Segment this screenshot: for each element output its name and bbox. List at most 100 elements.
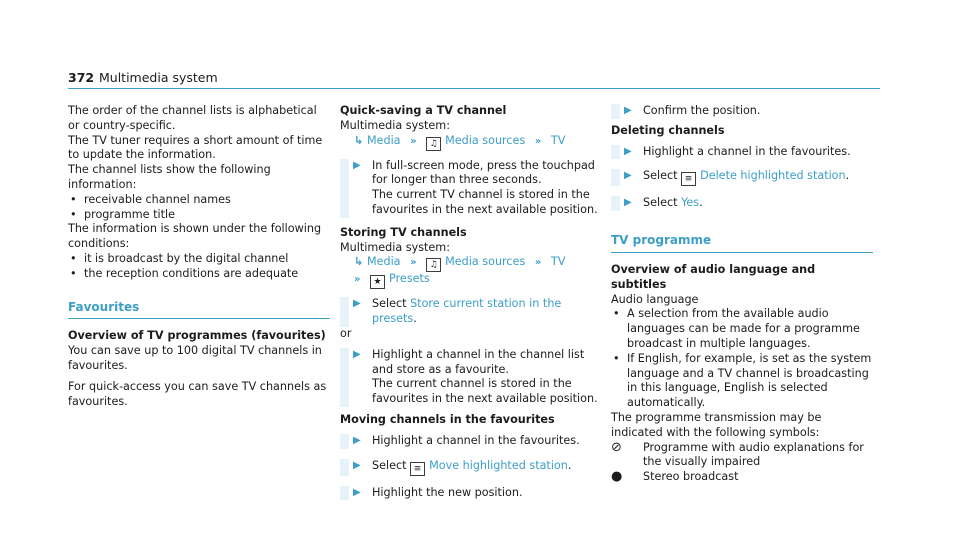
symbol-row: ⊘ Programme with audio explanations for … [611,439,864,469]
paragraph: The programme transmission may be indica… [611,410,822,439]
tv-programme-heading: TV programme [611,233,712,248]
section-rule [68,318,330,320]
paragraph: The information is shown under the follo… [68,222,322,251]
step: ▶ Select Store current station in the pr… [340,297,602,327]
star-icon: ★ [370,275,386,290]
path-media: Media [366,133,401,147]
step: ▶ Select Yes. [611,196,873,212]
chevron-icon: » [534,257,542,269]
path-media-sources: Media sources [445,255,526,269]
chevron-icon: » [410,135,417,147]
step-stripe [611,104,620,119]
stereo-icon: ● [611,469,623,485]
store-current-station-link: Store current station in the presets [372,297,562,326]
path-media: Media [366,255,401,269]
list-item: •programme title [70,207,175,221]
play-icon: ▶ [624,105,632,116]
right-column: ▶ Confirm the position. Deleting channel… [611,104,873,485]
ms-label: Multimedia system: [340,240,450,254]
play-icon: ▶ [624,197,632,209]
step-stripe [340,158,349,218]
step-stripe [611,144,620,160]
middle-column: Quick-saving a TV channel Multimedia sys… [340,104,602,501]
paragraph: The TV tuner requires a short amount of … [68,133,323,162]
quick-saving-heading: Quick-saving a TV channel [340,104,507,117]
bullet-icon: • [613,307,620,321]
delete-highlighted-station-link: Delete highlighted station [700,169,846,183]
list-item: •receivable channel names [70,192,231,206]
deleting-heading: Deleting channels [611,123,725,137]
play-icon: ▶ [353,486,361,498]
step-stripe [611,196,620,212]
path-arrow-icon: ↳ [354,133,364,147]
play-icon: ▶ [624,170,632,182]
step-stripe [340,347,349,407]
step: ▶ In full-screen mode, press the touchpa… [340,158,602,218]
bullet-icon: • [70,192,77,206]
menu-path: ↳ Media » ♫Media sources » TV [340,134,602,151]
paragraph: You can save up to 100 digital TV channe… [68,344,322,372]
play-icon: ▶ [624,145,632,157]
path-arrow-icon: ↳ [354,255,364,269]
ms-label: Multimedia system: [340,118,450,132]
speaker-icon: ♫ [426,258,442,273]
storing-heading: Storing TV channels [340,225,467,239]
page-header: 372 Multimedia system [68,70,880,90]
symbol-row: ● Stereo broadcast [611,469,739,485]
play-icon: ▶ [353,159,361,171]
play-icon: ▶ [353,434,361,446]
play-icon: ▶ [353,298,361,310]
paragraph: The order of the channel lists is alphab… [68,104,317,132]
header-rule [68,88,880,89]
step: ▶ Highlight a channel in the favourites. [340,433,602,449]
overview-audio-heading: Overview of audio language and subtitles [611,262,816,291]
path-media-sources: Media sources [445,133,526,147]
step: ▶ Highlight a channel in the favourites. [611,144,873,160]
step-stripe [611,169,620,187]
move-highlighted-station-link: Move highlighted station [429,458,568,472]
left-column: The order of the channel lists is alphab… [68,104,330,409]
step-stripe [340,458,349,476]
section-title: Multimedia system [99,70,218,85]
path-tv: TV [550,255,566,269]
step: ▶ Highlight the new position. [340,485,602,501]
menu-path: ↳ Media » ♫Media sources » TV [340,255,602,273]
overview-heading: Overview of TV programmes (favourites) [68,329,326,343]
bullet-icon: • [70,207,77,221]
menu-path: » ★Presets [340,272,602,290]
audio-description-icon: ⊘ [611,439,622,455]
step: ▶ Select ≡Delete highlighted station. [611,169,873,187]
moving-heading: Moving channels in the favourites [340,412,555,426]
chevron-icon: » [354,274,361,286]
list-item: •A selection from the available audio la… [613,307,860,350]
list-menu-icon: ≡ [681,172,697,187]
or-text: or [340,326,352,340]
section-rule [611,251,873,253]
list-menu-icon: ≡ [410,461,426,476]
step-stripe [340,485,349,501]
path-presets: Presets [389,272,430,286]
favourites-heading: Favourites [68,299,140,314]
speaker-icon: ♫ [426,136,442,151]
path-tv: TV [550,133,566,147]
play-icon: ▶ [353,348,361,360]
step: ▶ Confirm the position. [611,104,873,119]
page-number: 372 [68,70,95,85]
audio-language-label: Audio language [611,292,699,306]
step-stripe [340,433,349,449]
play-icon: ▶ [353,459,361,471]
step: ▶ Select ≡Move highlighted station. [340,458,602,476]
list-item: •the reception conditions are adequate [70,266,299,280]
bullet-icon: • [70,266,77,280]
bullet-icon: • [613,351,620,365]
list-item: •it is broadcast by the digital channel [70,251,289,265]
chevron-icon: » [410,257,417,269]
chevron-icon: » [534,135,542,147]
yes-link: Yes [681,196,700,210]
list-item: •If English, for example, is set as the … [613,351,872,410]
step-stripe [340,297,349,327]
step: ▶ Highlight a channel in the channel lis… [340,347,602,407]
paragraph: The channel lists show the following inf… [68,163,271,191]
paragraph: For quick-access you can save TV channel… [68,379,327,408]
bullet-icon: • [70,251,77,265]
